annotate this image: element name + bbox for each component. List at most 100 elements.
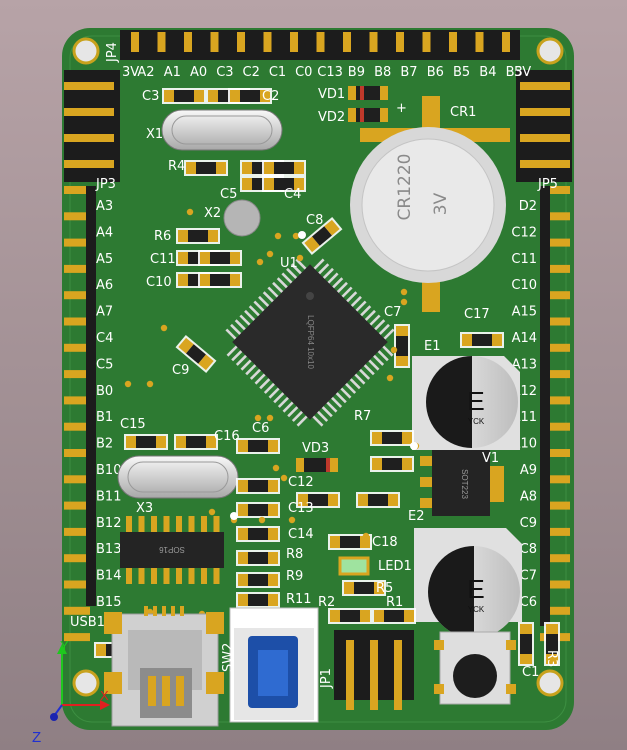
left-pin-label: A4: [96, 225, 113, 240]
header-pin: [64, 264, 90, 273]
refdes-r2: R2: [318, 595, 335, 610]
header-pin: [540, 186, 570, 194]
left-pin-label: A5: [96, 252, 113, 267]
left-pin-label: A7: [96, 305, 113, 320]
refdes-c15: C15: [120, 417, 146, 432]
top-pin-label: C0: [295, 65, 312, 80]
header-pin: [64, 82, 114, 90]
header-pin: [64, 370, 90, 379]
left-pin-label: B15: [96, 595, 121, 610]
header-pin: [475, 32, 484, 52]
header-pin: [316, 32, 325, 52]
right-pin-label: A9: [520, 463, 537, 478]
header-pin: [157, 32, 166, 52]
header-pin: [64, 343, 90, 352]
header-pin: [263, 32, 272, 52]
refdes-c6: C6: [252, 421, 269, 436]
header-pin: [64, 449, 90, 457]
right-pin-label: C11: [511, 252, 537, 267]
header-pin: [540, 396, 570, 405]
top-pin-label: B6: [427, 65, 444, 80]
header-pin: [540, 264, 570, 273]
refdes-x1: X1: [146, 127, 163, 142]
top-pin-label: A1: [164, 65, 181, 80]
refdes-c14: C14: [288, 527, 314, 542]
right-pin-label: C10: [511, 278, 537, 293]
top-pin-label: B5: [453, 65, 470, 80]
mcu-u1: LQFP64 10x10: [225, 258, 395, 427]
header-pin: [343, 32, 351, 52]
ic-sop16: SOP16: [120, 516, 224, 584]
battery-model: CR1220: [395, 154, 415, 221]
refdes-c10: C10: [146, 275, 172, 290]
mcu-marking: LQFP64 10x10: [306, 315, 315, 369]
refdes-r6: R6: [154, 229, 171, 244]
refdes-c7: C7: [384, 305, 401, 320]
right-pin-label: A13: [512, 357, 537, 372]
right-pin-label: A15: [512, 305, 537, 320]
refdes-jp1: JP1: [319, 668, 334, 689]
refdes-r5: R5: [376, 581, 393, 596]
refdes-cr1: CR1: [450, 105, 476, 120]
left-header: [64, 186, 96, 642]
top-pin-label: A2: [137, 65, 154, 80]
header-pin: [64, 317, 90, 326]
header-pin: [540, 212, 570, 221]
header-pin: [520, 160, 570, 168]
refdes-r4: R4: [168, 159, 185, 174]
top-pin-label: C13: [317, 65, 343, 80]
header-pin: [520, 82, 570, 90]
label-3v: 3V: [122, 65, 139, 80]
refdes-c16: C16: [214, 429, 240, 444]
header-pin: [64, 212, 90, 221]
header-pin: [131, 32, 139, 52]
refdes-usb1: USB1: [70, 615, 105, 630]
left-pin-label: B0: [96, 384, 113, 399]
axis-y-label: Y: [60, 638, 69, 653]
switch-sw2[interactable]: [229, 607, 319, 723]
jumper-jp1[interactable]: [334, 630, 414, 710]
header-pin: [64, 501, 90, 510]
reference-designators: C3 C2 X1 VD1 VD2 + CR1 R4 C5 C4 X2 R6 C1…: [70, 87, 559, 689]
header-pin: [64, 291, 90, 300]
refdes-c1: C1: [522, 665, 539, 680]
top-pin-label: A0: [190, 65, 207, 80]
top-pin-label: C1: [269, 65, 286, 80]
header-pin: [64, 580, 90, 589]
left-pin-label: B11: [96, 489, 121, 504]
regulator-v1: SOT223: [420, 450, 504, 516]
refdes-r3: R3: [544, 650, 559, 667]
left-pin-label: B10: [96, 463, 121, 478]
refdes-sw2: SW2: [221, 643, 236, 672]
refdes-r7: R7: [354, 409, 371, 424]
refdes-c9: C9: [172, 363, 189, 378]
left-pin-label: A6: [96, 278, 113, 293]
top-pin-label: B8: [374, 65, 391, 80]
label-5v: 5V: [514, 65, 531, 80]
header-pin: [540, 449, 570, 457]
left-pin-label: B2: [96, 437, 113, 452]
top-pin-label: B9: [348, 65, 365, 80]
header-pin: [64, 238, 90, 247]
crystal-x1: [161, 109, 283, 151]
header-pin: [64, 108, 114, 116]
right-pin-labels: D2C12C11C10A15A14A13A12A11A10A9A8C9C8C7C…: [511, 199, 537, 610]
e2-marking: E: [467, 574, 484, 604]
header-pin: [210, 32, 219, 52]
refdes-c3: C3: [142, 89, 159, 104]
right-pin-label: A8: [520, 489, 537, 504]
header-pin: [540, 291, 570, 300]
refdes-vd1: VD1: [318, 87, 345, 102]
right-pin-label: A14: [512, 331, 537, 346]
sop-marking: SOP16: [159, 545, 185, 554]
refdes-v1: V1: [482, 451, 499, 466]
e1-marking: E: [467, 386, 484, 416]
label-jp5: JP5: [537, 177, 558, 192]
header-pin: [540, 527, 570, 536]
usb-connector-usb1: [104, 606, 224, 727]
refdes-x2: X2: [204, 206, 221, 221]
left-pin-label: A3: [96, 199, 113, 214]
reset-button[interactable]: [434, 631, 516, 705]
